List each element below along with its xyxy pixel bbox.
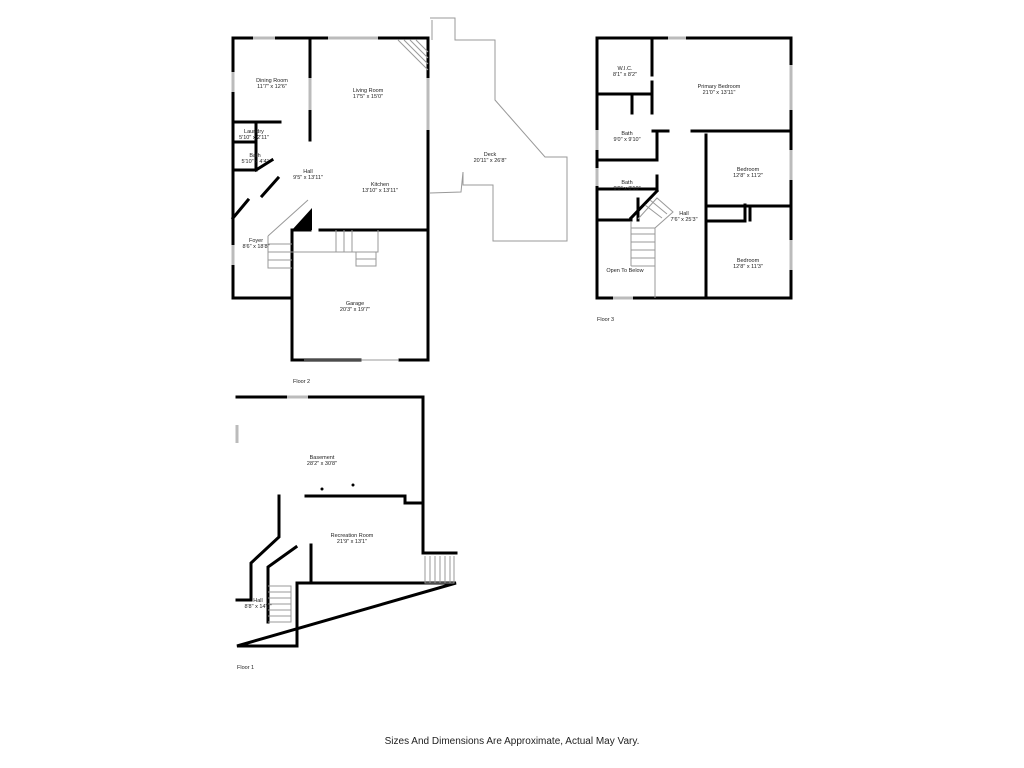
room-size: 8'6" x 18'8" bbox=[242, 244, 269, 250]
room-label: Primary Bedroom bbox=[698, 84, 741, 90]
room-label: Hall bbox=[679, 211, 688, 217]
room-size: 17'5" x 15'0" bbox=[353, 94, 383, 100]
room-label: Recreation Room bbox=[331, 533, 374, 539]
room-size: 5'10" x 4'4" bbox=[241, 159, 268, 165]
floor-2-plan: Dining Room 11'7" x 12'6" Living Room 17… bbox=[230, 17, 568, 385]
room-size: 7'6" x 25'3" bbox=[670, 217, 697, 223]
room-size: 9'5" x 13'11" bbox=[293, 175, 323, 181]
room-size: 9'0" x 9'10" bbox=[613, 137, 640, 143]
room-size: 12'8" x 11'2" bbox=[733, 173, 763, 179]
room-label: Kitchen bbox=[371, 182, 389, 188]
room-size: 20'11" x 26'8" bbox=[474, 158, 507, 164]
room-size: 8'1" x 8'2" bbox=[613, 72, 637, 78]
room-label: Hall bbox=[253, 598, 262, 604]
room-size: 9'0" x 8'10" bbox=[613, 186, 640, 192]
floor-label: Floor 1 bbox=[237, 665, 254, 671]
floor-label: Floor 3 bbox=[597, 317, 614, 323]
floor-3-plan: W.I.C. 8'1" x 8'2" Primary Bedroom 21'0"… bbox=[595, 36, 793, 323]
floor-1-plan: Basement 28'2" x 30'8" Recreation Room 2… bbox=[235, 395, 458, 671]
room-size: 13'10" x 13'11" bbox=[362, 188, 398, 194]
room-label: Bath bbox=[621, 131, 632, 137]
room-label: Garage bbox=[346, 301, 364, 307]
deck-outline bbox=[429, 17, 568, 242]
room-size: 28'2" x 30'8" bbox=[307, 461, 337, 467]
room-size: 5'10" x 2'11" bbox=[239, 135, 269, 141]
stairs-icon bbox=[268, 556, 455, 623]
room-label: Bedroom bbox=[737, 167, 760, 173]
stairs-icon bbox=[267, 39, 429, 269]
room-label: W.I.C. bbox=[618, 66, 633, 72]
room-label: Bath bbox=[249, 153, 260, 159]
room-size: 21'9" x 13'1" bbox=[337, 539, 367, 545]
room-label: Dining Room bbox=[256, 78, 288, 84]
room-label: Bath bbox=[621, 180, 632, 186]
disclaimer: Sizes And Dimensions Are Approximate, Ac… bbox=[384, 736, 640, 747]
room-label: Open To Below bbox=[606, 268, 643, 274]
room-label: Bedroom bbox=[737, 258, 760, 264]
room-size: 8'8" x 14'1" bbox=[244, 604, 271, 610]
room-size: 20'3" x 19'7" bbox=[340, 307, 370, 313]
room-size: 11'7" x 12'6" bbox=[257, 84, 287, 90]
floor-3-walls bbox=[595, 36, 793, 300]
room-label: Laundry bbox=[244, 129, 264, 135]
room-label: Hall bbox=[303, 169, 312, 175]
room-label: Deck bbox=[484, 152, 497, 158]
room-label: Foyer bbox=[249, 238, 263, 244]
floor-1-walls bbox=[235, 395, 458, 648]
room-size: 12'8" x 11'3" bbox=[733, 264, 763, 270]
room-label: Basement bbox=[310, 455, 335, 461]
room-label: Living Room bbox=[353, 88, 384, 94]
room-size: 21'0" x 13'11" bbox=[703, 90, 736, 96]
floor-label: Floor 2 bbox=[293, 379, 310, 385]
stairs-icon bbox=[630, 197, 674, 298]
